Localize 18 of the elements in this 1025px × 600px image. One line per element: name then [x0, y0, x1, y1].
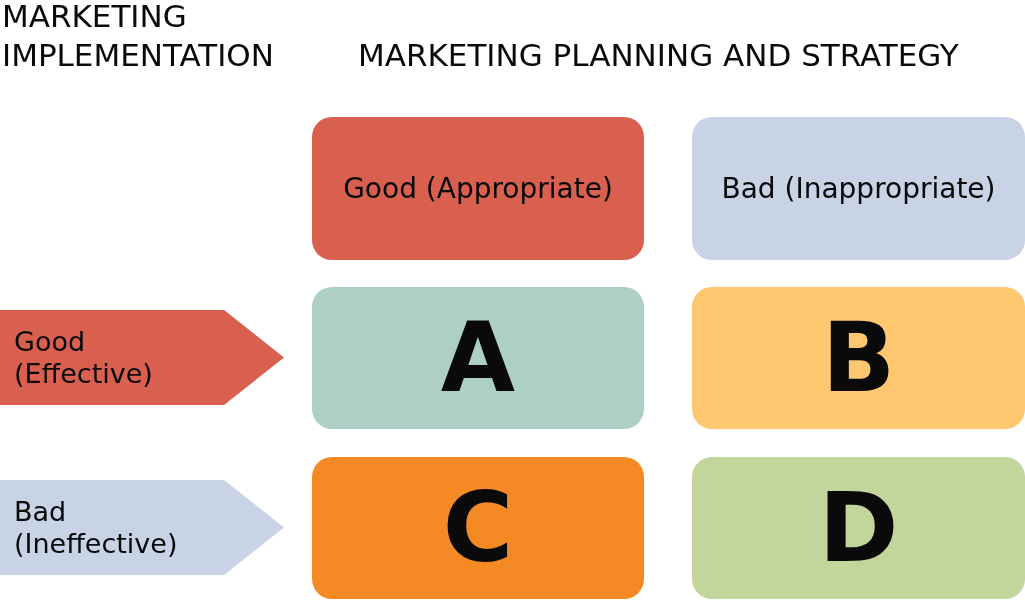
quadrant-box: [312, 117, 644, 260]
row-label: Good (Effective): [14, 325, 154, 390]
quadrant-box: [312, 457, 644, 599]
quadrant-letter: B: [821, 310, 896, 406]
quadrant-letter: D: [818, 480, 899, 576]
quadrant-letter: C: [442, 480, 514, 576]
column-label: Good (Appropriate): [343, 171, 613, 206]
quadrant-box: [692, 117, 1025, 260]
axis-heading: MARKETING IMPLEMENTATION: [2, 0, 275, 75]
row-label-arrow: [0, 480, 284, 575]
quadrant-box: [692, 457, 1025, 599]
quadrant-letter: A: [440, 310, 516, 406]
column-label: Bad (Inappropriate): [721, 171, 996, 206]
row-label-arrow: [0, 310, 284, 405]
quadrant-box: [312, 287, 644, 429]
row-label: Bad (Ineffective): [14, 495, 179, 560]
quadrant-box: [692, 287, 1025, 429]
axis-heading: MARKETING PLANNING AND STRATEGY: [358, 36, 959, 75]
